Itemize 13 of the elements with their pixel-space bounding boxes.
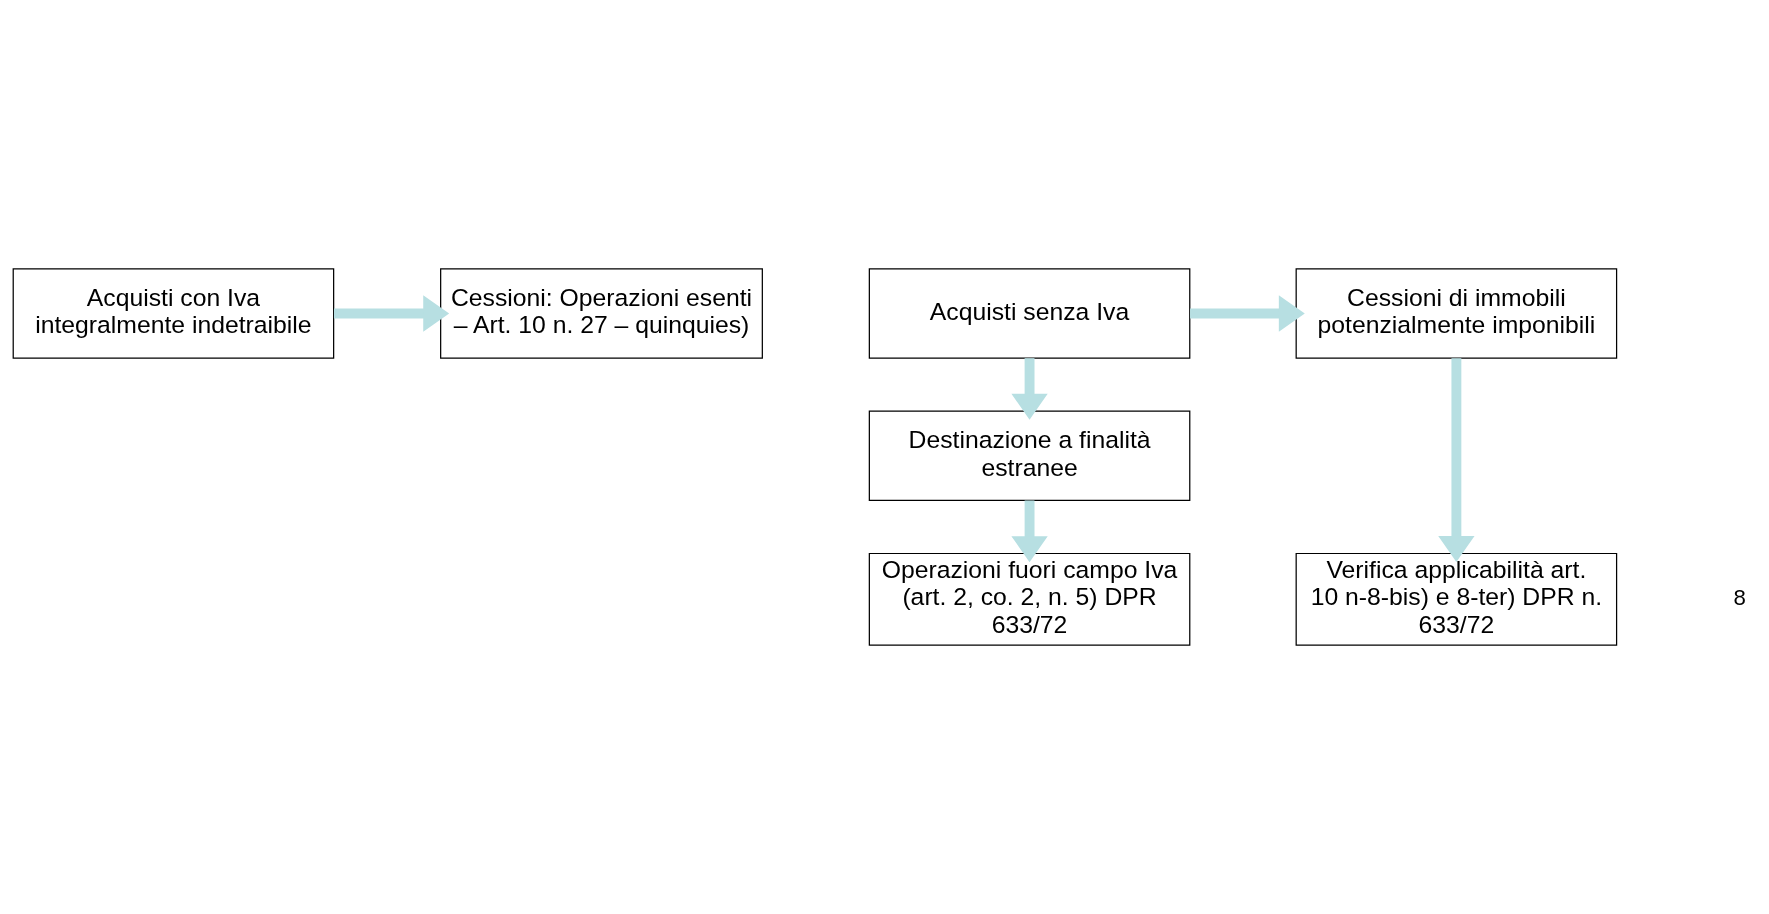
arrow	[1190, 295, 1305, 332]
arrow	[333, 295, 450, 332]
node-box: Operazioni fuori campo Iva (art. 2, co. 2, n. 5) DPR 633/72	[868, 552, 1191, 646]
node-box: Destinazione a finalità estranee	[868, 410, 1191, 501]
node-box: Cessioni: Operazioni esenti – Art. 10 n. 27 – quinquies)	[440, 268, 763, 359]
label: 8	[1733, 584, 1746, 610]
node-box: Acquisti senza Iva	[868, 268, 1191, 359]
node-box: Verifica applicabilità art. 10 n-8-bis) e 8-ter) DPR n. 633/72	[1295, 552, 1618, 646]
node-box: Acquisti con Iva integralmente indetraibile	[12, 268, 335, 359]
arrow	[1011, 500, 1048, 563]
node-box: Cessioni di immobili potenzialmente imponibili	[1295, 268, 1618, 359]
arrow	[1438, 358, 1475, 563]
arrow	[1011, 358, 1048, 420]
